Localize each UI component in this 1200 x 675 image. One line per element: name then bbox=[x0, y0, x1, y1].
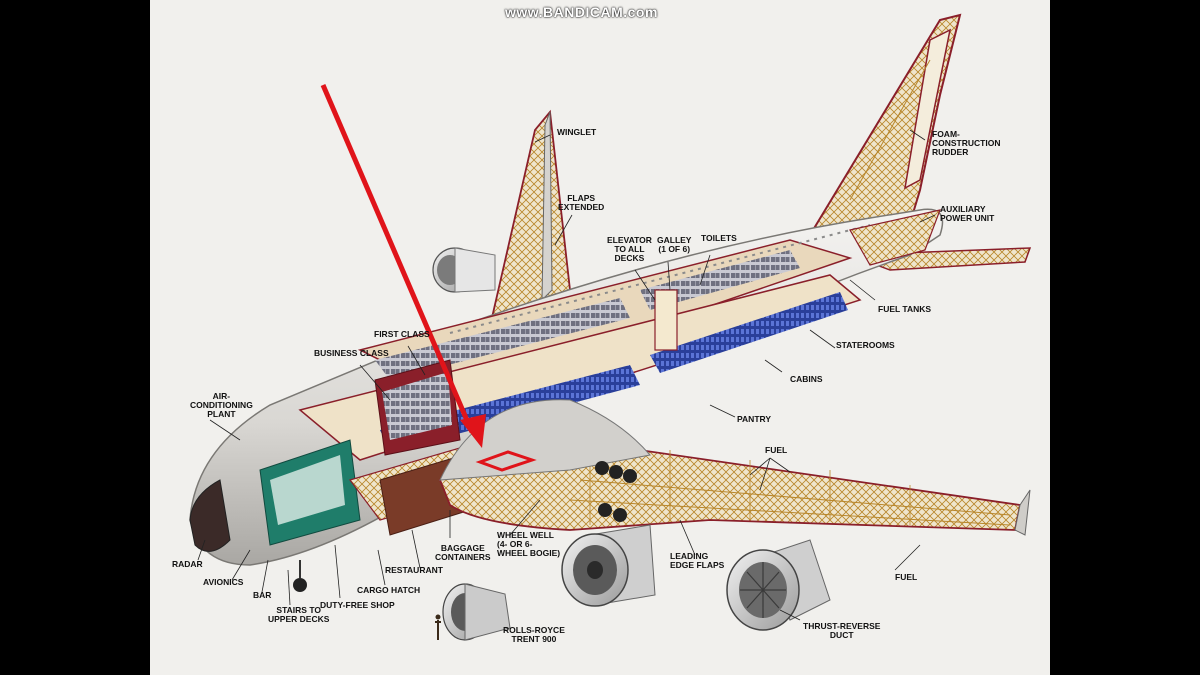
label-auxiliary-power-unit: AUXILIARY POWER UNIT bbox=[940, 204, 995, 223]
inner-engine bbox=[561, 524, 656, 607]
label-avionics: AVIONICS bbox=[203, 577, 244, 587]
label-cargo-hatch: CARGO HATCH bbox=[357, 585, 421, 595]
trent-engine-exhibit bbox=[435, 583, 511, 641]
left-letterbox bbox=[0, 0, 150, 675]
label-toilets: TOILETS bbox=[701, 233, 737, 243]
outer-engine bbox=[726, 539, 831, 631]
label-fuel-tail: FUEL bbox=[895, 572, 918, 582]
label-fuel-wing: FUEL bbox=[765, 445, 788, 455]
far-engine bbox=[432, 247, 496, 293]
label-business-class: BUSINESS CLASS bbox=[314, 348, 389, 358]
label-stairs: STAIRS TO UPPER DECKS bbox=[268, 605, 330, 624]
label-bar: BAR bbox=[253, 590, 272, 600]
label-radar: RADAR bbox=[172, 559, 203, 569]
label-flaps-extended: FLAPS EXTENDED bbox=[558, 193, 605, 212]
label-foam-rudder: FOAM- CONSTRUCTION RUDDER bbox=[932, 129, 1001, 157]
red-annotation bbox=[320, 84, 537, 472]
label-elevator: ELEVATOR TO ALL DECKS bbox=[607, 235, 652, 263]
right-letterbox bbox=[1050, 0, 1200, 675]
label-rolls-royce: ROLLS-ROYCE TRENT 900 bbox=[503, 625, 565, 644]
label-winglet: WINGLET bbox=[557, 127, 597, 137]
aircraft-cutaway-illustration bbox=[189, 13, 1032, 641]
label-restaurant: RESTAURANT bbox=[385, 565, 443, 575]
near-wing bbox=[438, 399, 1031, 536]
label-first-class: FIRST CLASS bbox=[374, 329, 430, 339]
label-thrust-reverse: THRUST-REVERSE DUCT bbox=[803, 621, 881, 640]
leader-lines bbox=[197, 129, 936, 621]
bandicam-watermark: www.BANDICAM.com bbox=[505, 4, 658, 20]
label-galley: GALLEY (1 OF 6) bbox=[657, 235, 692, 254]
label-leading-edge-flaps: LEADING EDGE FLAPS bbox=[670, 551, 725, 570]
label-fuel-tanks: FUEL TANKS bbox=[878, 304, 932, 314]
diagram-canvas: WINGLET FOAM- CONSTRUCTION RUDDER FLAPS … bbox=[150, 0, 1050, 675]
label-duty-free: DUTY-FREE SHOP bbox=[320, 600, 395, 610]
label-cabins: CABINS bbox=[790, 374, 823, 384]
label-air-conditioning: AIR- CONDITIONING PLANT bbox=[190, 391, 253, 419]
label-pantry: PANTRY bbox=[737, 414, 771, 424]
label-wheel-well: WHEEL WELL (4- OR 6- WHEEL BOGIE) bbox=[497, 530, 561, 558]
label-staterooms: STATEROOMS bbox=[836, 340, 895, 350]
vertical-stabilizer bbox=[808, 13, 962, 242]
landing-gear bbox=[293, 461, 637, 592]
label-baggage-containers: BAGGAGE CONTAINERS bbox=[435, 543, 491, 562]
